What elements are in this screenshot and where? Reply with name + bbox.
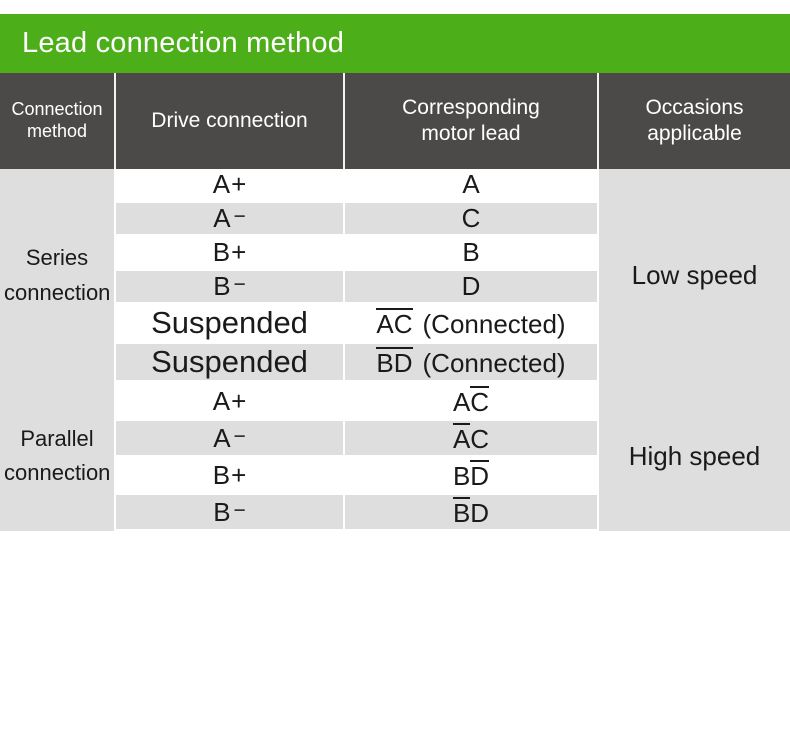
occasion-cell: Low speed — [597, 169, 790, 382]
drive-connection-sign: − — [233, 498, 246, 522]
column-header-occasions-applicable: Occasions applicable — [597, 73, 790, 169]
page-title: Lead connection method — [22, 27, 345, 59]
drive-connection-cell: Suspended — [114, 342, 345, 384]
motor-lead-letter-2: D — [470, 498, 490, 528]
drive-connection-sign: − — [233, 273, 246, 296]
connection-method-line2: method — [26, 121, 88, 141]
drive-connection-sign: + — [231, 459, 247, 490]
drive-connection-value: B — [212, 237, 231, 267]
table-row: Suspended AC (Connected) — [0, 303, 790, 344]
motor-lead-cell: BD (Connected) — [343, 342, 599, 384]
motor-lead-note: (Connected) — [422, 309, 566, 339]
drive-connection-sign: − — [233, 424, 246, 448]
motor-lead-letter-1: B — [452, 497, 471, 528]
drive-connection-cell: B− — [114, 493, 345, 532]
motor-lead-line2: motor lead — [421, 122, 521, 145]
drive-connection-value: A — [212, 385, 231, 416]
motor-lead-letter-1: B — [462, 237, 480, 267]
drive-connection-value: B — [213, 271, 231, 301]
motor-lead-cell: AC (Connected) — [343, 303, 599, 344]
drive-connection-value: Suspended — [151, 344, 308, 379]
motor-lead-letter-1: A — [376, 308, 394, 339]
section-name-line2: connection — [4, 279, 111, 305]
motor-lead-letter-1: B — [452, 461, 471, 491]
column-header-drive-connection: Drive connection — [114, 73, 345, 169]
drive-connection-sign: + — [231, 237, 247, 267]
table-row: B+B — [0, 235, 790, 271]
motor-lead-note: (Connected) — [422, 348, 566, 378]
motor-lead-letter-2: C — [470, 386, 490, 417]
drive-connection-cell: A− — [114, 419, 345, 458]
motor-lead-cell: D — [343, 269, 599, 305]
drive-connection-value: A — [213, 422, 231, 453]
drive-connection-cell: B+ — [114, 456, 345, 495]
motor-lead-letter-1: B — [376, 347, 394, 378]
motor-lead-cell: BD — [343, 493, 599, 532]
section-name-line1: Parallel — [20, 426, 94, 452]
drive-connection-value: B — [213, 496, 231, 527]
motor-lead-letter-2: C — [393, 308, 413, 339]
column-header-connection-method: Connection method — [0, 73, 116, 169]
section-name-line1: Series — [25, 245, 89, 271]
drive-connection-value: A — [212, 169, 231, 199]
drive-connection-cell: A+ — [114, 382, 345, 421]
occasions-line2: applicable — [647, 122, 742, 145]
table-row: Suspended BD (Connected) — [0, 342, 790, 384]
drive-connection-cell: Suspended — [114, 303, 345, 344]
motor-lead-cell: C — [343, 201, 599, 237]
occasions-line1: Occasions — [645, 96, 744, 120]
column-header-motor-lead: Corresponding motor lead — [343, 73, 599, 169]
drive-connection-cell: A+ — [114, 169, 345, 203]
drive-connection-cell: B+ — [114, 235, 345, 271]
drive-connection-cell: A− — [114, 201, 345, 237]
table-row: B− D — [0, 269, 790, 305]
motor-lead-cell: AC — [343, 419, 599, 458]
motor-lead-letter-1: A — [452, 387, 471, 417]
header-row: Connection method Drive connection Corre… — [0, 73, 790, 169]
drive-connection-sign: + — [231, 385, 247, 416]
motor-lead-line1: Corresponding — [402, 96, 540, 120]
motor-lead-letter-1: D — [461, 271, 481, 301]
section-name-cell: Parallel connection — [0, 382, 116, 531]
drive-connection-value: B — [212, 459, 231, 490]
motor-lead-letter-1: A — [462, 169, 480, 199]
motor-lead-letter-1: A — [452, 423, 471, 454]
section-name-cell: Series connection — [0, 169, 116, 382]
table-row: A− C — [0, 201, 790, 237]
drive-connection-sign: − — [233, 205, 246, 228]
occasion-cell: High speed — [597, 382, 790, 531]
motor-lead-cell: B — [343, 235, 599, 271]
table-row: A−AC — [0, 419, 790, 458]
motor-lead-letter-1: C — [461, 203, 481, 233]
drive-connection-value: A — [213, 203, 231, 233]
motor-lead-letter-2: D — [393, 347, 413, 378]
drive-connection-sign: + — [231, 169, 247, 199]
motor-lead-letter-2: D — [470, 460, 490, 491]
motor-lead-cell: A — [343, 169, 599, 203]
motor-lead-cell: BD — [343, 456, 599, 495]
drive-connection-value: Suspended — [151, 305, 308, 340]
motor-lead-cell: AC — [343, 382, 599, 421]
lead-connection-table: Connection method Drive connection Corre… — [0, 73, 790, 532]
connection-method-line1: Connection — [11, 99, 103, 120]
drive-connection-cell: B− — [114, 269, 345, 305]
title-banner: Lead connection method — [0, 14, 790, 73]
table-row: B+BD — [0, 456, 790, 495]
table-row: B−BD — [0, 493, 790, 532]
motor-lead-letter-2: C — [470, 424, 490, 454]
table-header: Connection method Drive connection Corre… — [0, 73, 790, 169]
section-name-line2: connection — [4, 460, 111, 486]
